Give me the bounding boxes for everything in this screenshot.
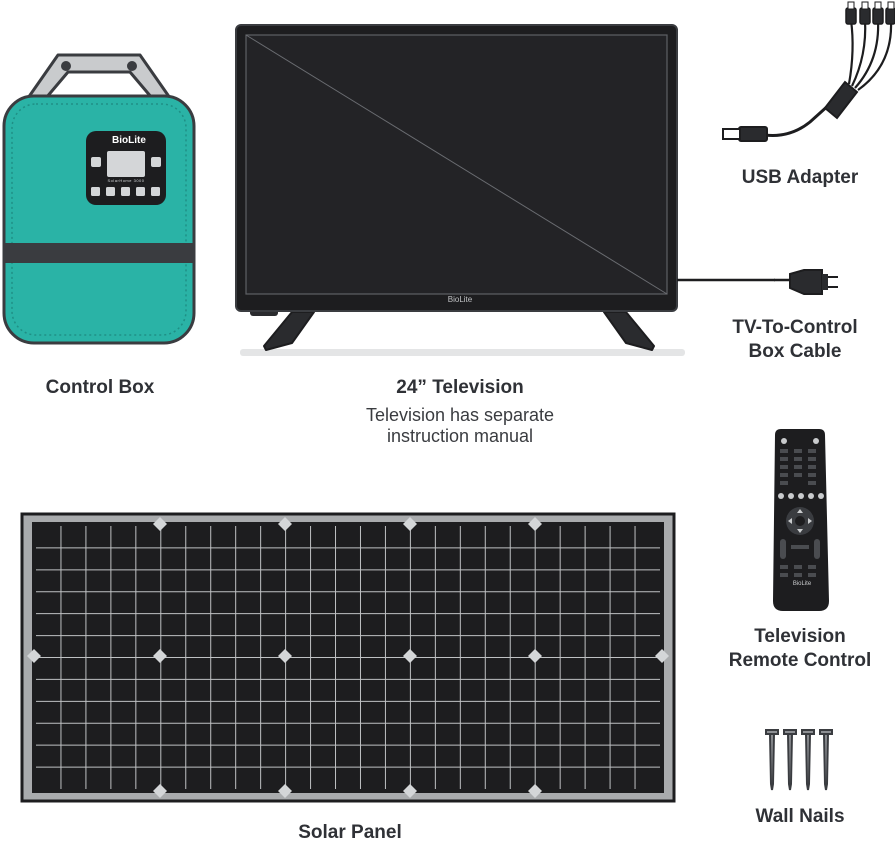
solar-panel-node [278, 517, 292, 531]
television-label: 24” Television [396, 377, 524, 398]
control-box-model: SolarHome 3000 [107, 178, 145, 183]
television-note: Television has separate instruction manu… [365, 405, 555, 446]
solar-panel-illustration [20, 512, 676, 803]
wall-nail [765, 729, 779, 791]
solar-panel-node [153, 784, 167, 798]
tv-stand-left [263, 311, 315, 351]
usb-adapter-label: USB Adapter [741, 167, 859, 188]
solar-panel-node [528, 784, 542, 798]
solar-panel-node [655, 649, 669, 663]
solar-panel-node [278, 649, 292, 663]
remote-brand: BioLite [792, 581, 812, 587]
control-box-strap [4, 243, 194, 263]
tv-cable-label-line2: Box Cable [748, 341, 842, 362]
solar-panel-node [153, 517, 167, 531]
television-illustration [235, 24, 775, 356]
usb-plug [738, 126, 768, 142]
solar-panel-node [403, 784, 417, 798]
solar-panel-node [27, 649, 41, 663]
remote-illustration [773, 429, 829, 611]
wall-nail [801, 729, 815, 791]
solar-panel-node [403, 517, 417, 531]
control-box-hanger [26, 53, 172, 100]
solar-panel-node [278, 784, 292, 798]
control-box-brand: BioLite [112, 135, 146, 146]
solar-panel-node [153, 649, 167, 663]
usb-adapter-illustration [722, 1, 895, 142]
wall-nail [783, 729, 797, 791]
tv-cable-label-line1: TV-To-Control [732, 317, 858, 338]
remote-label-line1: Television [754, 626, 846, 647]
tv-brand: BioLite [447, 295, 473, 304]
remote-label-line2: Remote Control [728, 650, 872, 671]
tv-cable-plug-illustration [774, 269, 838, 295]
solar-panel-node [403, 649, 417, 663]
usb-splitter [823, 80, 859, 120]
solar-panel-node [528, 649, 542, 663]
control-box-screen [107, 151, 145, 177]
wall-nail [819, 729, 833, 791]
solar-panel-label: Solar Panel [298, 822, 402, 843]
wall-nails-label: Wall Nails [755, 806, 845, 827]
control-box-label: Control Box [45, 377, 155, 398]
tv-stand-right [603, 311, 655, 351]
control-box-illustration [2, 53, 196, 345]
wall-nails-illustration [765, 729, 833, 791]
cable-plug-body [789, 269, 823, 295]
solar-panel-node [528, 517, 542, 531]
